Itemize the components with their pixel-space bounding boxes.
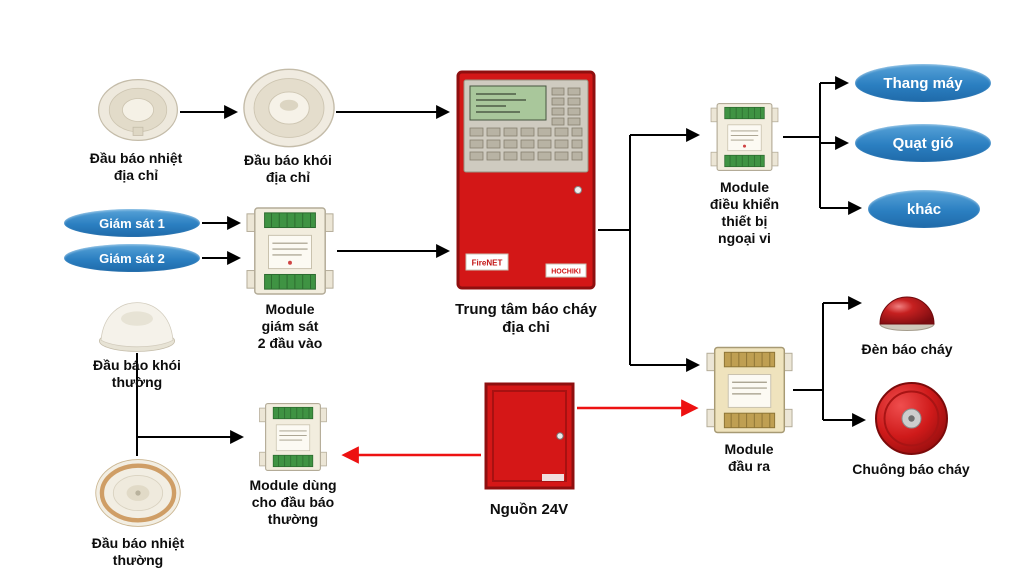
label-line: Trung tâm báo cháy xyxy=(455,301,597,318)
monitor-input-2-oval: Giám sát 2 xyxy=(64,244,200,272)
red-power-wires xyxy=(341,399,699,464)
monitor-input-1-oval: Giám sát 1 xyxy=(64,209,200,237)
oval-label: khác xyxy=(906,200,942,218)
control-module-icon xyxy=(706,102,783,172)
label-smoke-detector-addressable: Đầu báo khói địa chỉ xyxy=(232,152,344,186)
label-line: Module xyxy=(720,179,769,195)
label-line: ngoại vi xyxy=(718,230,771,247)
label-line: Module dùng xyxy=(249,477,337,493)
label-line: Module xyxy=(724,441,774,457)
oval-label: Giám sát 1 xyxy=(99,215,165,231)
fire-alarm-control-panel-icon: FireNET HOCHIKI xyxy=(456,70,596,290)
alarm-bell-icon xyxy=(874,381,949,456)
label-alarm-bell: Chuông báo cháy xyxy=(852,461,970,477)
label-line: thường xyxy=(111,374,163,391)
label-line: điều khiển xyxy=(709,196,780,213)
label-line: địa chỉ xyxy=(502,319,550,337)
conventional-zone-module-icon xyxy=(250,402,336,472)
black-wires xyxy=(136,76,867,456)
oval-label: Quạt gió xyxy=(892,134,954,152)
label-control-panel: Trung tâm báo cháy địa chỉ xyxy=(448,301,604,338)
label-line: thường xyxy=(112,552,164,569)
smoke-detector-conventional-icon xyxy=(97,296,177,354)
elevator-oval: Thang máy xyxy=(855,64,991,102)
label-line: Đầu báo khói xyxy=(244,152,332,168)
other-oval: khác xyxy=(868,190,980,228)
alarm-lamp-icon xyxy=(872,272,942,332)
label-heat-detector-conventional: Đầu báo nhiệt thường xyxy=(80,535,196,569)
label-line: Đầu báo khói xyxy=(93,357,181,373)
label-heat-detector-addressable: Đầu báo nhiệt địa chỉ xyxy=(80,150,192,184)
label-power-supply: Nguồn 24V xyxy=(489,501,569,518)
label-line: địa chỉ xyxy=(113,167,159,184)
label-line: Đầu báo nhiệt xyxy=(91,535,185,551)
label-line: 2 đầu vào xyxy=(257,335,323,352)
heat-detector-conventional-icon xyxy=(94,456,182,530)
label-monitor-module: Module giám sát 2 đầu vào xyxy=(253,301,327,352)
label-conventional-zone-module: Module dùng cho đầu báo thường xyxy=(238,477,348,528)
panel-sticker-firenet: FireNET xyxy=(472,259,503,268)
heat-detector-addressable-icon xyxy=(96,78,180,142)
output-module-icon xyxy=(706,344,793,436)
label-output-module: Module đầu ra xyxy=(711,441,787,475)
label-control-module: Module điều khiển thiết bị ngoại vi xyxy=(697,179,792,247)
fan-oval: Quạt gió xyxy=(855,124,991,162)
label-line: địa chỉ xyxy=(265,169,311,186)
label-line: giám sát xyxy=(261,318,319,335)
label-line: Module xyxy=(265,301,315,317)
label-line: Đầu báo nhiệt xyxy=(89,150,183,166)
smoke-detector-addressable-icon xyxy=(243,68,335,148)
oval-label: Thang máy xyxy=(883,74,963,92)
oval-label: Giám sát 2 xyxy=(99,250,165,266)
label-line: đầu ra xyxy=(727,458,770,475)
panel-sticker-hochiki: HOCHIKI xyxy=(551,269,581,276)
label-line: thường xyxy=(267,511,319,528)
monitor-module-icon xyxy=(246,205,334,297)
label-alarm-lamp: Đèn báo cháy xyxy=(861,341,953,357)
label-line: cho đầu báo xyxy=(251,494,335,511)
label-line: thiết bị xyxy=(721,213,768,230)
label-smoke-detector-conventional: Đầu báo khói thường xyxy=(84,357,190,391)
power-supply-24v-icon xyxy=(484,382,575,490)
